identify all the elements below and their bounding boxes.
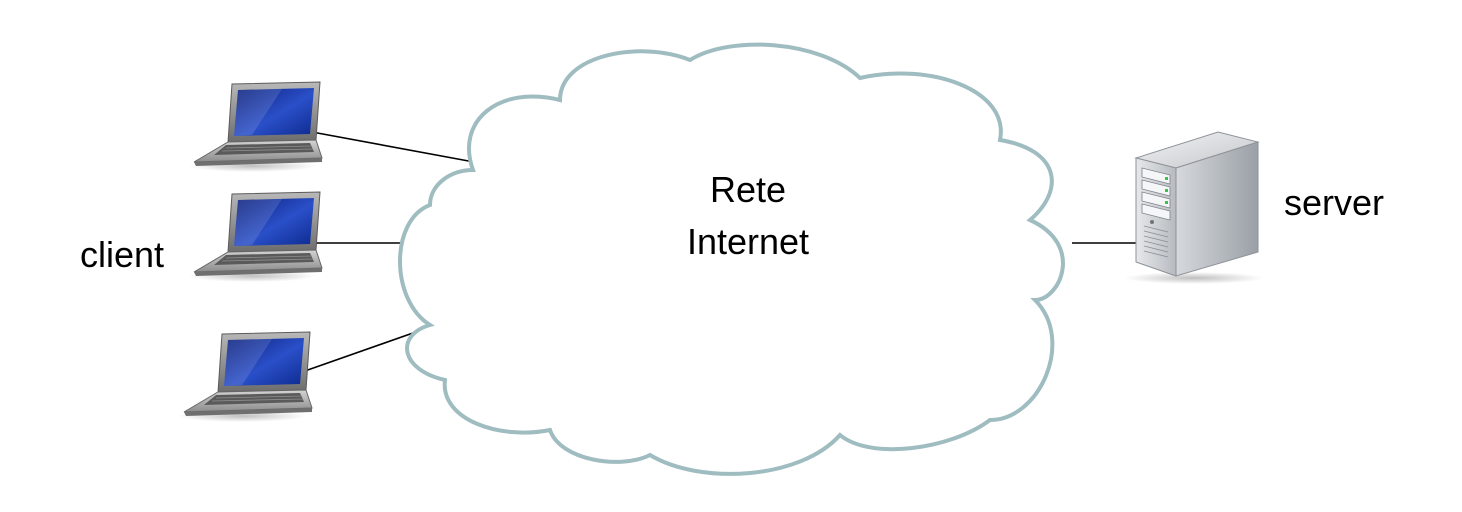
server-tower-icon	[1124, 131, 1264, 284]
laptop-icon	[187, 191, 323, 283]
connection-line-client-3	[301, 326, 431, 373]
internet-cloud-shape	[398, 42, 1065, 476]
laptop-icon	[177, 331, 313, 423]
client-label: client	[80, 234, 164, 275]
cloud-label-line1: Rete	[710, 169, 786, 210]
laptop-icon	[187, 81, 323, 173]
connection-lines	[301, 131, 1140, 373]
connection-line-client-1	[311, 131, 475, 163]
server-label: server	[1284, 182, 1384, 223]
cloud-label-line2: Internet	[687, 221, 809, 262]
